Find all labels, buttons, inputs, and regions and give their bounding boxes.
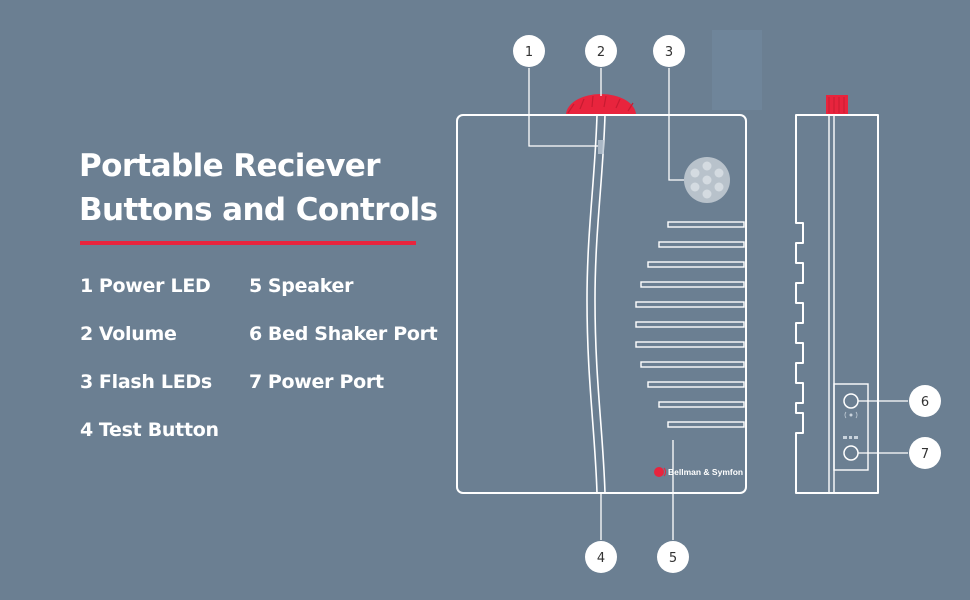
callout-5: 5 xyxy=(657,541,689,573)
led-strip-left-edge xyxy=(586,114,598,494)
volume-knob-ridges xyxy=(567,95,634,114)
leader-3 xyxy=(668,68,684,181)
brand-logo-icon xyxy=(654,467,664,477)
callout-6: 6 xyxy=(909,385,941,417)
svg-text:2: 2 xyxy=(597,45,605,60)
svg-text:5: 5 xyxy=(669,551,677,566)
bed-shaker-symbol-icon xyxy=(844,411,858,419)
brand-logo-wave xyxy=(663,467,666,477)
title-underline xyxy=(80,241,416,245)
power-symbol-icon xyxy=(843,436,858,439)
svg-text:7: 7 xyxy=(921,447,929,462)
callout-1: 1 xyxy=(513,35,545,67)
side-body-outline xyxy=(795,114,879,494)
bed-shaker-port xyxy=(843,393,859,409)
callout-3: 3 xyxy=(653,35,685,67)
callout-4: 4 xyxy=(585,541,617,573)
svg-text:3: 3 xyxy=(665,45,673,60)
leader-1 xyxy=(528,68,598,147)
title-line-2: Buttons and Controls xyxy=(79,192,438,228)
callout-7: 7 xyxy=(909,437,941,469)
svg-text:4: 4 xyxy=(597,551,605,566)
svg-text:1: 1 xyxy=(525,45,533,60)
port-panel xyxy=(833,383,869,471)
page-title: Portable Reciever Buttons and Controls xyxy=(79,144,438,232)
speaker-grille xyxy=(635,221,745,428)
side-volume-knob xyxy=(826,95,848,115)
svg-text:6: 6 xyxy=(921,395,929,410)
flash-led-dots xyxy=(690,161,724,199)
callout-leaders xyxy=(528,68,908,540)
brand-name: Bellman & Symfon xyxy=(668,467,743,477)
title-line-1: Portable Reciever xyxy=(79,148,381,184)
side-knob-ridges xyxy=(828,97,845,113)
receiver-front-view: Bellman & Symfon xyxy=(456,114,747,494)
decorative-square xyxy=(712,30,762,110)
volume-knob xyxy=(566,94,636,115)
led-strip-right-edge xyxy=(594,114,606,494)
callout-2: 2 xyxy=(585,35,617,67)
receiver-side-view xyxy=(795,95,879,494)
power-port xyxy=(843,445,859,461)
power-led xyxy=(598,140,604,154)
